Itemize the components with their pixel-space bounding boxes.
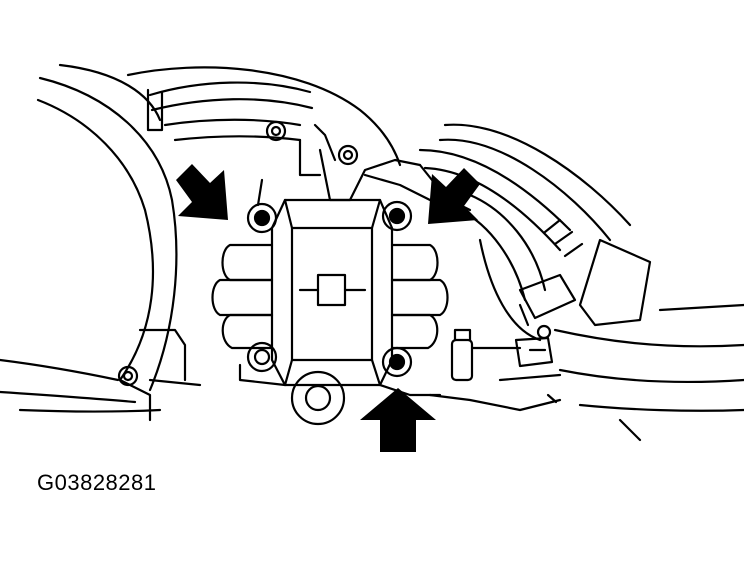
ignition-coil-pack — [270, 198, 394, 387]
coil-towers — [211, 243, 449, 350]
left-pipe-bolt — [117, 365, 139, 387]
boot-ribs — [543, 218, 584, 258]
wiring-harness — [126, 66, 402, 177]
intake-pipe-outline — [0, 63, 202, 422]
coil-mounting-bolt-upper-right — [381, 200, 413, 232]
arrow-icon — [360, 388, 436, 452]
sensor-connector — [450, 324, 554, 382]
coil-mounting-bolt-lower-right — [381, 346, 413, 378]
coil-mounting-bolt-upper-left — [246, 202, 278, 234]
coil-mounting-bolt-lower-left — [246, 341, 278, 373]
arrow-icon — [428, 168, 480, 224]
figure-id-label: G03828281 — [37, 470, 157, 495]
arrow-icon — [176, 164, 228, 220]
right-manifold — [428, 303, 744, 442]
harness-clip — [265, 120, 359, 166]
spark-plug-wires — [418, 123, 652, 342]
